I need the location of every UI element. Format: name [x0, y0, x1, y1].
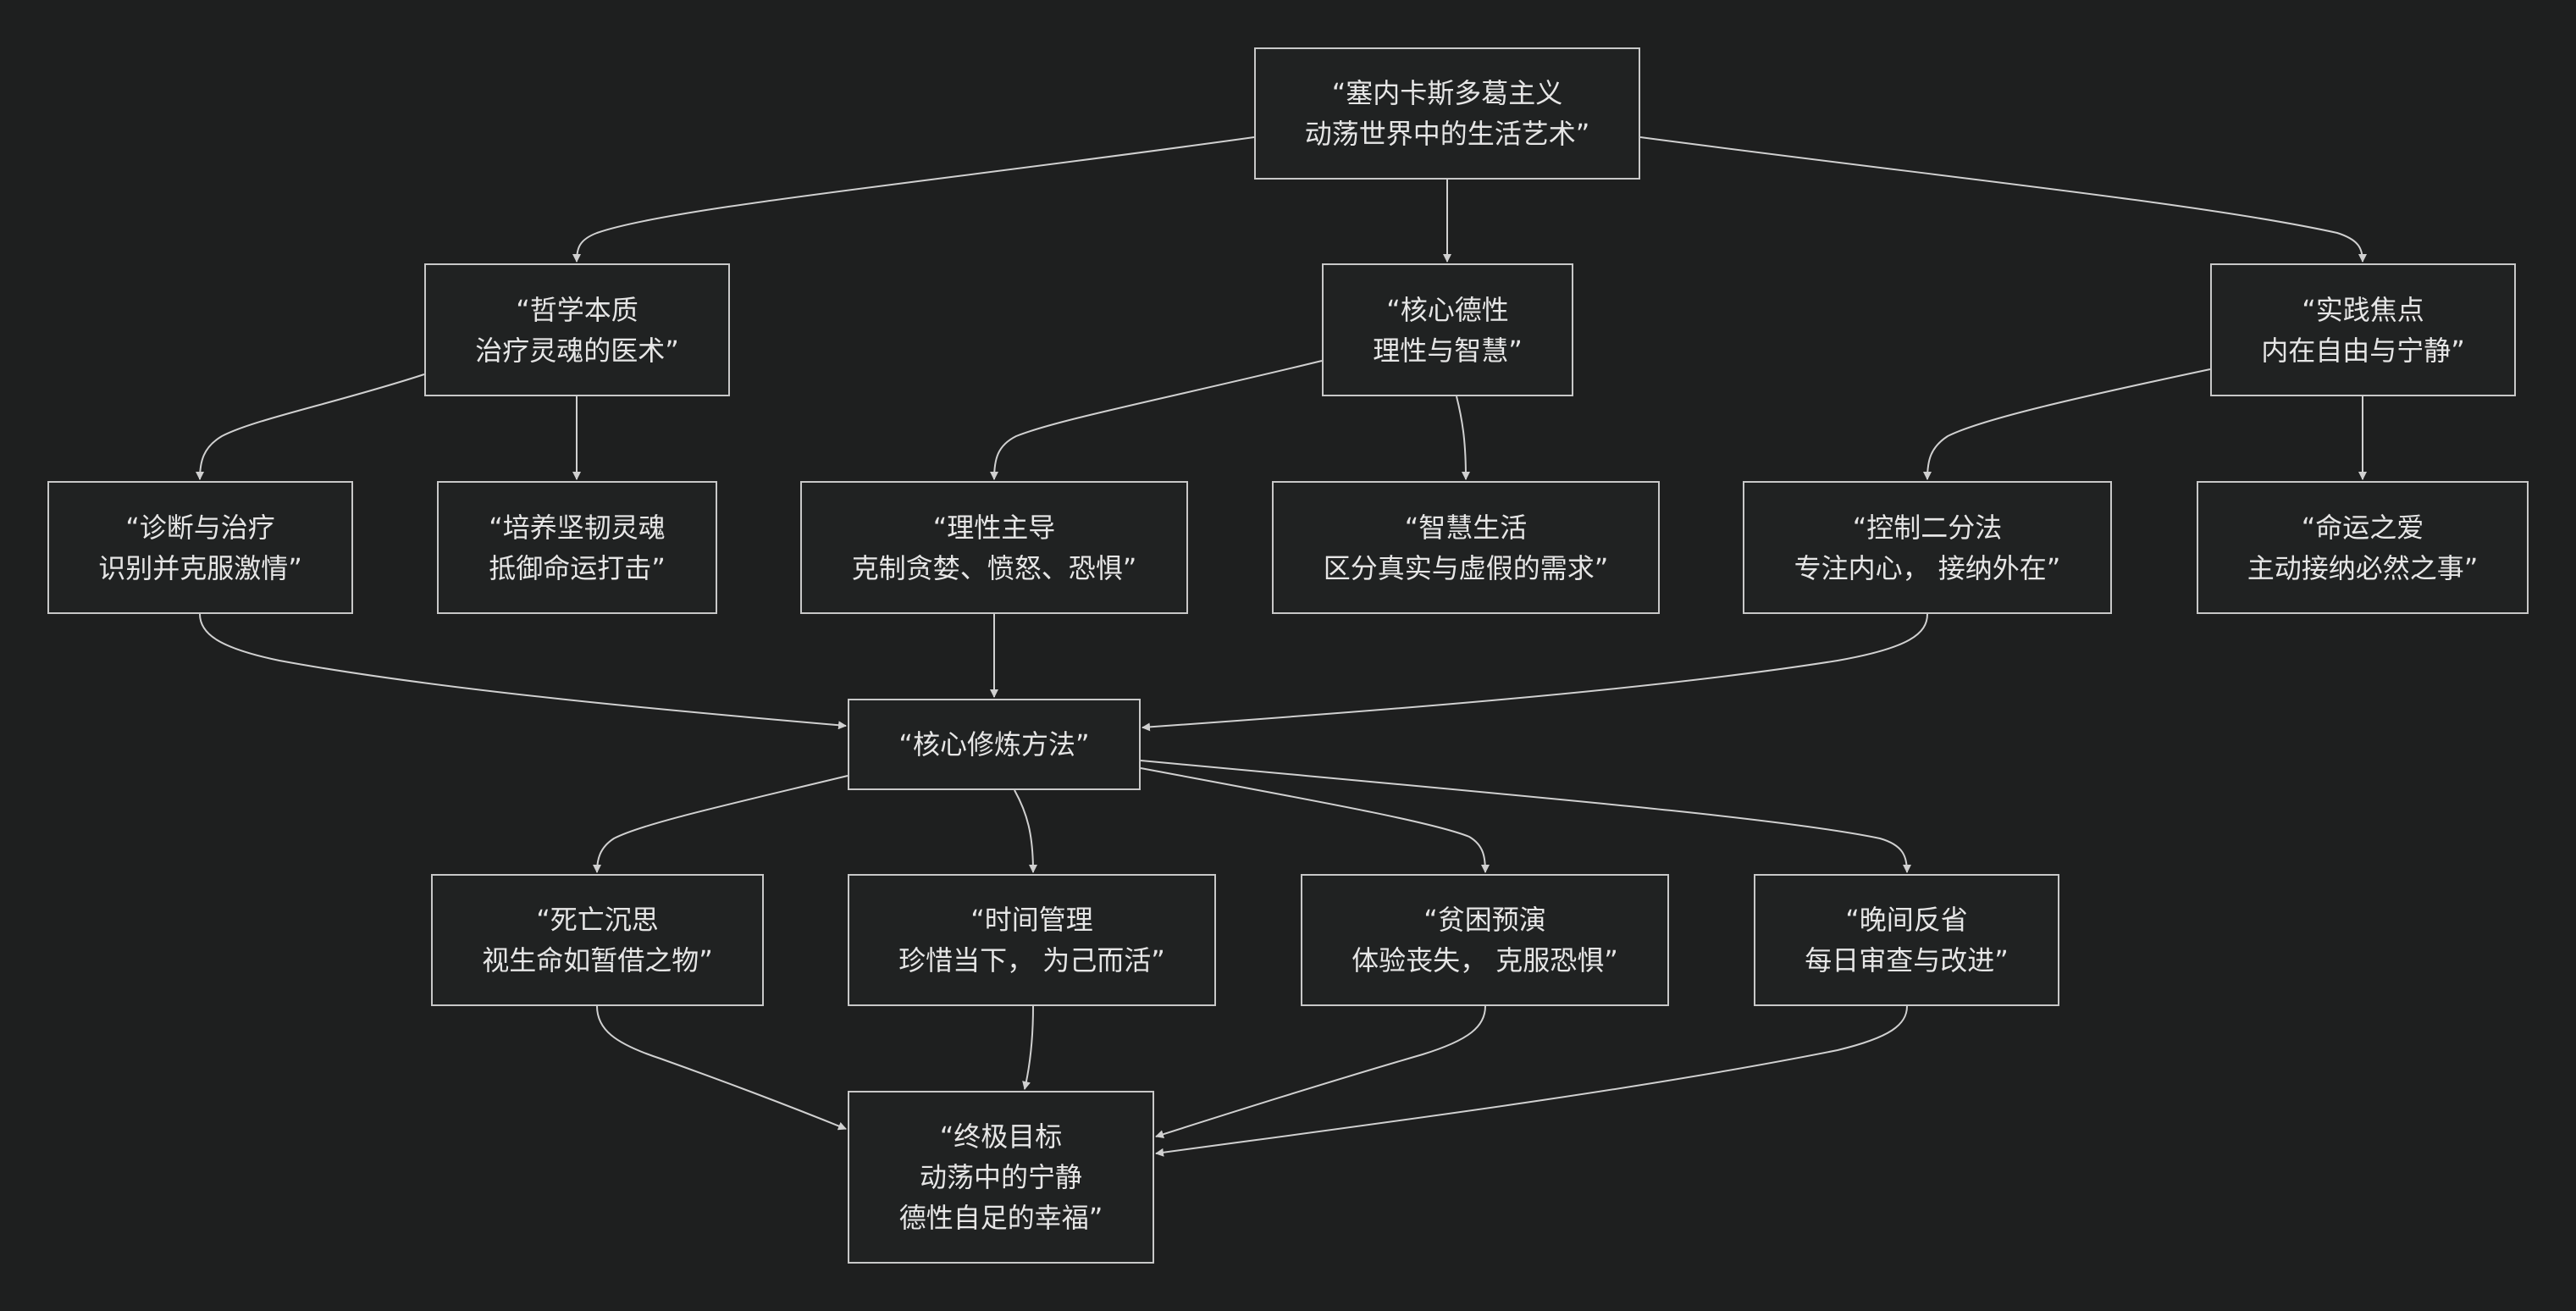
edge-methods-death [593, 775, 849, 873]
node-label: “诊断与治疗 识别并克服激情” [98, 511, 302, 584]
node-label: “贫困预演 体验丧失， 克服恐惧” [1352, 904, 1618, 976]
node-resilient-soul: “培养坚韧灵魂 抵御命运打击” [437, 481, 717, 614]
node-core-virtue: “核心德性 理性与智慧” [1322, 263, 1573, 396]
node-label: “核心修炼方法” [898, 728, 1090, 761]
node-label: “塞内卡斯多葛主义 动荡世界中的生活艺术” [1304, 77, 1590, 150]
node-label: “实践焦点 内在自由与宁静” [2261, 293, 2465, 367]
edge-root-essence [572, 136, 1255, 263]
node-label: “控制二分法 专注内心， 接纳外在” [1794, 511, 2061, 584]
edge-time-goal [1022, 1005, 1034, 1090]
edge-virtue-reason [990, 360, 1323, 480]
edge-practice-control [1923, 368, 2211, 480]
node-time-management: “时间管理 珍惜当下， 为己而活” [848, 874, 1216, 1006]
node-philosophy-essence: “哲学本质 治疗灵魂的医术” [424, 263, 730, 396]
edge-methods-time [1014, 789, 1037, 873]
node-label: “终极目标 动荡中的宁静 德性自足的幸福” [898, 1120, 1103, 1234]
node-reason-rules: “理性主导 克制贪婪、愤怒、恐惧” [800, 481, 1188, 614]
node-core-methods: “核心修炼方法” [848, 699, 1141, 790]
node-ultimate-goal: “终极目标 动荡中的宁静 德性自足的幸福” [848, 1091, 1154, 1264]
edge-death-goal [596, 1005, 847, 1131]
node-label: “死亡沉思 视生命如暂借之物” [482, 904, 713, 976]
node-practice-focus: “实践焦点 内在自由与宁静” [2210, 263, 2516, 396]
node-wise-living: “智慧生活 区分真实与虚假的需求” [1272, 481, 1660, 614]
node-label: “哲学本质 治疗灵魂的医术” [475, 293, 679, 367]
node-diagnose-treat: “诊断与治疗 识别并克服激情” [47, 481, 353, 614]
node-label: “理性主导 克制贪婪、愤怒、恐惧” [851, 511, 1137, 584]
node-amor-fati: “命运之爱 主动接纳必然之事” [2197, 481, 2529, 614]
node-root-seneca-stoicism: “塞内卡斯多葛主义 动荡世界中的生活艺术” [1254, 47, 1640, 180]
edge-control-methods [1142, 613, 1928, 732]
node-label: “命运之爱 主动接纳必然之事” [2247, 511, 2479, 584]
node-label: “晚间反省 每日审查与改进” [1805, 904, 2009, 976]
node-evening-reflection: “晚间反省 每日审查与改进” [1754, 874, 2059, 1006]
node-label: “智慧生活 区分真实与虚假的需求” [1323, 511, 1609, 584]
edge-essence-diagnose [196, 373, 425, 480]
node-dichotomy-of-control: “控制二分法 专注内心， 接纳外在” [1743, 481, 2112, 614]
edge-methods-evening [1140, 760, 1911, 873]
edge-evening-goal [1155, 1005, 1908, 1157]
node-death-meditation: “死亡沉思 视生命如暂借之物” [431, 874, 764, 1006]
edge-virtue-wisdom [1456, 396, 1470, 480]
edge-diagnose-methods [199, 613, 847, 730]
node-label: “培养坚韧灵魂 抵御命运打击” [489, 511, 666, 584]
node-label: “核心德性 理性与智慧” [1373, 293, 1523, 367]
edge-methods-poverty [1140, 767, 1490, 873]
edge-poverty-goal [1155, 1005, 1486, 1139]
edge-root-practice [1639, 136, 2367, 263]
node-poverty-rehearsal: “贫困预演 体验丧失， 克服恐惧” [1301, 874, 1669, 1006]
node-label: “时间管理 珍惜当下， 为己而活” [898, 904, 1165, 976]
